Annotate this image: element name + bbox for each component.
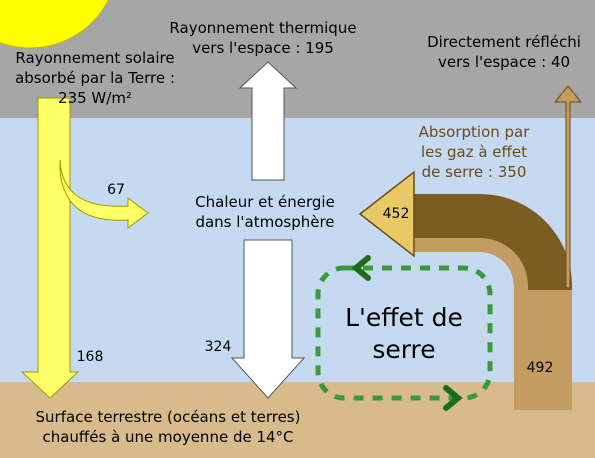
surface-layer [0,382,595,458]
greenhouse-effect-label: L'effet de serre [345,303,463,364]
thermal-to-space-arrow [238,61,298,181]
atmosphere-emission-arrowhead [358,170,415,258]
greenhouse-absorption-band-inner [412,238,528,300]
loop-arrow-top [351,255,371,281]
value-solar-to-surface: 168 [76,349,104,365]
space-layer [0,0,595,118]
atmosphere-to-surface-arrow [230,239,306,399]
direct-reflected-label: Directement réfléchi vers l'espace : 40 [427,33,581,71]
value-surface-emission: 492 [526,360,554,376]
value-atmosphere-emission: 452 [382,206,410,222]
solar-absorbed-arrow [20,97,80,399]
thermal-to-space-label: Rayonnement thermique vers l'espace : 19… [169,19,357,57]
solar-to-atmosphere-arrow [59,159,149,229]
surface-label: Surface terrestre (océans et terres) cha… [35,408,301,446]
loop-arrow-bottom [443,385,463,411]
atmosphere-heat-label: Chaleur et énergie dans l'atmosphère [195,193,335,231]
greenhouse-absorption-label: Absorption par les gaz à effet de serre … [418,123,530,181]
solar-absorbed-label: Rayonnement solaire absorbé par la Terre… [15,49,175,107]
direct-reflection-arrow [553,85,583,289]
surface-emission-column [514,290,572,410]
value-atmosphere-to-surface: 324 [204,339,232,355]
greenhouse-loop [315,265,493,401]
sun [0,0,109,49]
value-solar-to-atmosphere: 67 [107,182,125,198]
